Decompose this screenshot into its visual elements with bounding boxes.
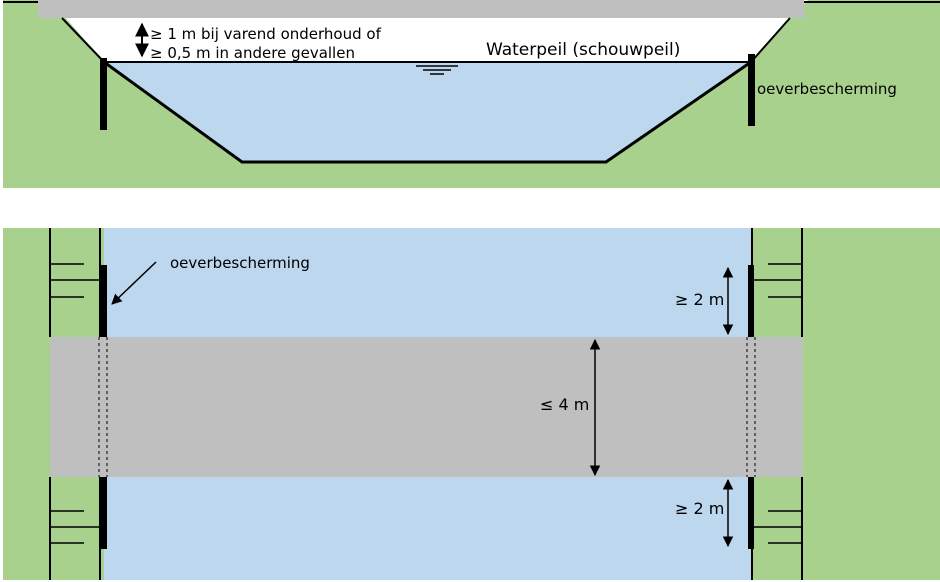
bank-protection-pile-right	[748, 54, 755, 126]
bank-protection-label-plan: oeverbescherming	[170, 254, 310, 272]
clearance-label-line2: ≥ 0,5 m in andere gevallen	[150, 44, 355, 62]
dimension-label-top: ≥ 2 m	[675, 290, 724, 309]
plan-pile-left-top	[101, 265, 107, 337]
bank-protection-pile-left	[100, 58, 107, 130]
bank-protection-label-top: oeverbescherming	[757, 80, 897, 98]
plan-pile-right-bottom	[748, 477, 754, 549]
water-level-label: Waterpeil (schouwpeil)	[486, 40, 680, 60]
clearance-label-line1: ≥ 1 m bij varend onderhoud of	[150, 25, 382, 43]
channel-outline	[103, 60, 752, 164]
dimension-label-bottom: ≥ 2 m	[675, 499, 724, 518]
bank-protection-leader-arrow	[111, 261, 157, 305]
plan-view: oeverbescherming ≥ 2 m ≤ 4 m ≥ 2 m	[3, 228, 940, 580]
upper-slope-left	[61, 17, 105, 63]
cross-section: ≥ 1 m bij varend onderhoud of ≥ 0,5 m in…	[3, 0, 940, 188]
water-cross-section	[104, 62, 751, 162]
upper-slope-right	[750, 17, 791, 63]
plan-pile-left-bottom	[101, 477, 107, 549]
bridge-deck	[38, 0, 804, 18]
water-level-symbol	[416, 65, 458, 75]
dimension-label-middle: ≤ 4 m	[540, 395, 589, 414]
plan-road	[50, 337, 803, 477]
plan-pile-right-top	[748, 265, 754, 337]
